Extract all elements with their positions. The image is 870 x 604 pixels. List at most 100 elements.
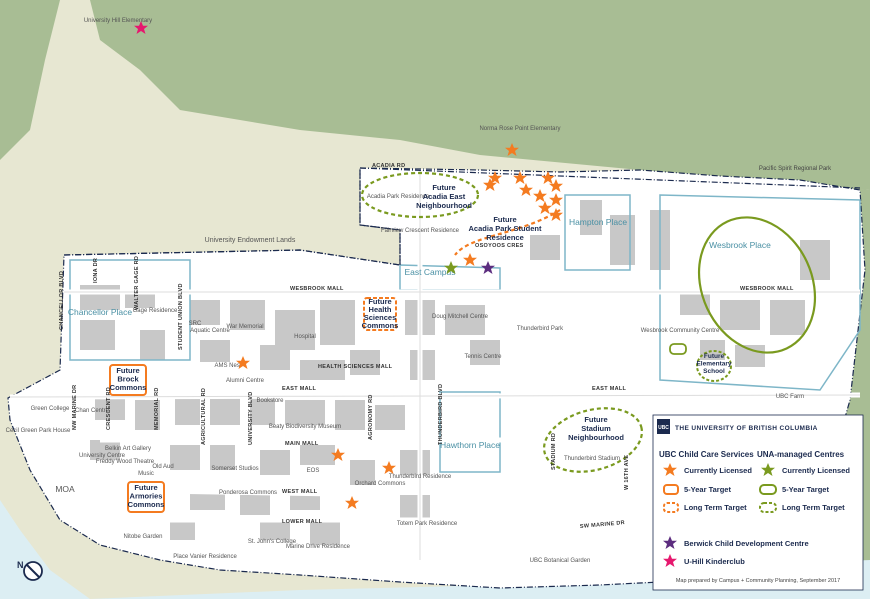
label-aquatic: Aquatic Centre [190, 328, 230, 334]
hawthorn-boundary [439, 391, 501, 473]
chancellor-boundary [69, 259, 191, 361]
label-chan: Chan Centre [75, 408, 110, 414]
legend-uhill: U-Hill Kinderclub [684, 557, 745, 566]
label-acadia-park-res: Acadia Park Residence [367, 194, 430, 200]
label-thunderbird-park: Thunderbird Park [517, 326, 564, 332]
acadia-east-long-term [360, 171, 480, 219]
legend-berwick: Berwick Child Development Centre [684, 539, 809, 548]
label-war-memorial: War Memorial [226, 324, 263, 330]
label-ams-nest: AMS Nest [214, 363, 241, 369]
label-chancellor: Chancellor Place [68, 307, 133, 317]
label-wesbrook: Wesbrook Place [709, 240, 771, 250]
label-ponderosa: Ponderosa Commons [219, 490, 277, 496]
label-music: Music [138, 471, 154, 477]
label-university-centre: University Centre [79, 453, 126, 459]
label-thunderbird-stadium: Thunderbird Stadium [564, 456, 620, 462]
brock-5yr [109, 364, 147, 396]
road-health-sciences: HEALTH SCIENCES MALL [318, 364, 393, 370]
label-uhill-elem: University Hill Elementary [84, 18, 152, 24]
label-totem: Totem Park Residence [397, 521, 458, 527]
label-hospital: Hospital [294, 334, 316, 340]
compass: N [17, 560, 43, 581]
label-place-vanier: Place Vanier Residence [173, 554, 237, 560]
label-wesbrook-cc: Wesbrook Community Centre [641, 328, 720, 334]
label-st-johns: St. John's College [248, 539, 297, 545]
legend-una-licensed: Currently Licensed [782, 466, 850, 475]
road-agricultural: AGRICULTURAL RD [201, 388, 207, 445]
campus-boundary [7, 167, 866, 589]
label-somerset: Somerset Studios [211, 466, 258, 472]
road-iona: IONA DR [93, 258, 99, 283]
label-freddy-wood: Freddy Wood Theatre [96, 459, 155, 465]
road-thunderbird-blvd: THUNDERBIRD BLVD [438, 384, 444, 445]
legend-ubc-heading: UBC Child Care Services [659, 450, 754, 459]
label-hampton: Hampton Place [569, 217, 627, 227]
wesbrook-5yr [697, 216, 817, 354]
water-west [0, 500, 90, 599]
label-bookstore: Bookstore [256, 398, 284, 404]
road-crescent: CRESCENT RD [106, 387, 112, 430]
road-nw-marine: NW MARINE DR [72, 385, 78, 430]
label-fairview: Fairview Crescent Residence [381, 228, 460, 234]
label-green-college: Green College [31, 406, 70, 412]
road-wesbrook-mall-2: WESBROOK MALL [740, 286, 794, 292]
label-src: SRC [189, 321, 202, 327]
stadium-long-term [542, 407, 644, 473]
legend-title: THE UNIVERSITY OF BRITISH COLUMBIA [675, 425, 818, 432]
road-main-mall: MAIN MALL [285, 441, 319, 447]
acadia-student-long-term [454, 209, 561, 256]
road-acadia: ACADIA RD [372, 163, 405, 169]
wesbrook-boundary [659, 194, 861, 391]
legend-credit: Map prepared by Campus + Community Plann… [676, 578, 840, 584]
legend-ubc-long: Long Term Target [684, 503, 747, 512]
road-east-mall-2: EAST MALL [592, 386, 627, 392]
hampton-boundary [564, 194, 631, 271]
armories-5yr [127, 481, 165, 513]
label-doug-mitchell: Doug Mitchell Centre [432, 314, 489, 320]
label-east-campus: East Campus [404, 267, 455, 277]
legend-ubc-5yr: 5-Year Target [684, 485, 731, 494]
label-alumni: Alumni Centre [226, 378, 265, 384]
label-orchard: Orchard Commons [355, 481, 406, 487]
road-memorial: MEMORIAL RD [154, 387, 160, 430]
label-eos: EOS [307, 468, 320, 474]
road-university-blvd: UNIVERSITY BLVD [248, 392, 254, 446]
road-wesbrook-mall: WESBROOK MALL [290, 286, 344, 292]
legend-una-long: Long Term Target [782, 503, 845, 512]
forest-north [90, 0, 870, 190]
label-botanical: UBC Botanical Garden [530, 558, 591, 564]
label-nitobe: Nitobe Garden [123, 534, 162, 540]
road-w16: W 16TH AVE [624, 455, 630, 490]
road-stadium: STADIUM RD [551, 433, 557, 470]
label-norma-rose: Norma Rose Point Elementary [479, 126, 560, 132]
road-west-mall: WEST MALL [282, 489, 318, 495]
legend-ubc-licensed: Currently Licensed [684, 466, 752, 475]
label-moa: MOA [55, 484, 75, 494]
svg-text:UBC: UBC [658, 425, 669, 431]
label-marine-drive: Marine Drive Residence [286, 544, 351, 550]
road-sw-marine: SW MARINE DR [580, 520, 626, 530]
wesbrook-cc-5yr [669, 343, 687, 355]
ubc-logo [657, 419, 670, 434]
label-old-aud: Old Aud [152, 464, 173, 470]
label-hawthorn: Hawthorn Place [440, 440, 500, 450]
road-chancellor-blvd: CHANCELLOR BLVD [59, 271, 65, 330]
road-walter-gage: WALTER GAGE RD [134, 256, 140, 310]
buildings [80, 200, 830, 545]
road-student-union: STUDENT UNION BLVD [178, 283, 184, 350]
label-ubc-farm: UBC Farm [776, 394, 804, 400]
health-sciences-target [363, 297, 397, 331]
elementary-long-term [696, 350, 732, 382]
forest-west [0, 0, 60, 160]
label-gage: Gage Residence [133, 308, 178, 314]
label-cecil-green: Cecil Green Park House [6, 428, 71, 434]
label-thunderbird-res: Thunderbird Residence [389, 474, 452, 480]
label-endowment-lands: University Endowment Lands [205, 237, 296, 244]
label-tennis: Tennis Centre [464, 354, 502, 360]
